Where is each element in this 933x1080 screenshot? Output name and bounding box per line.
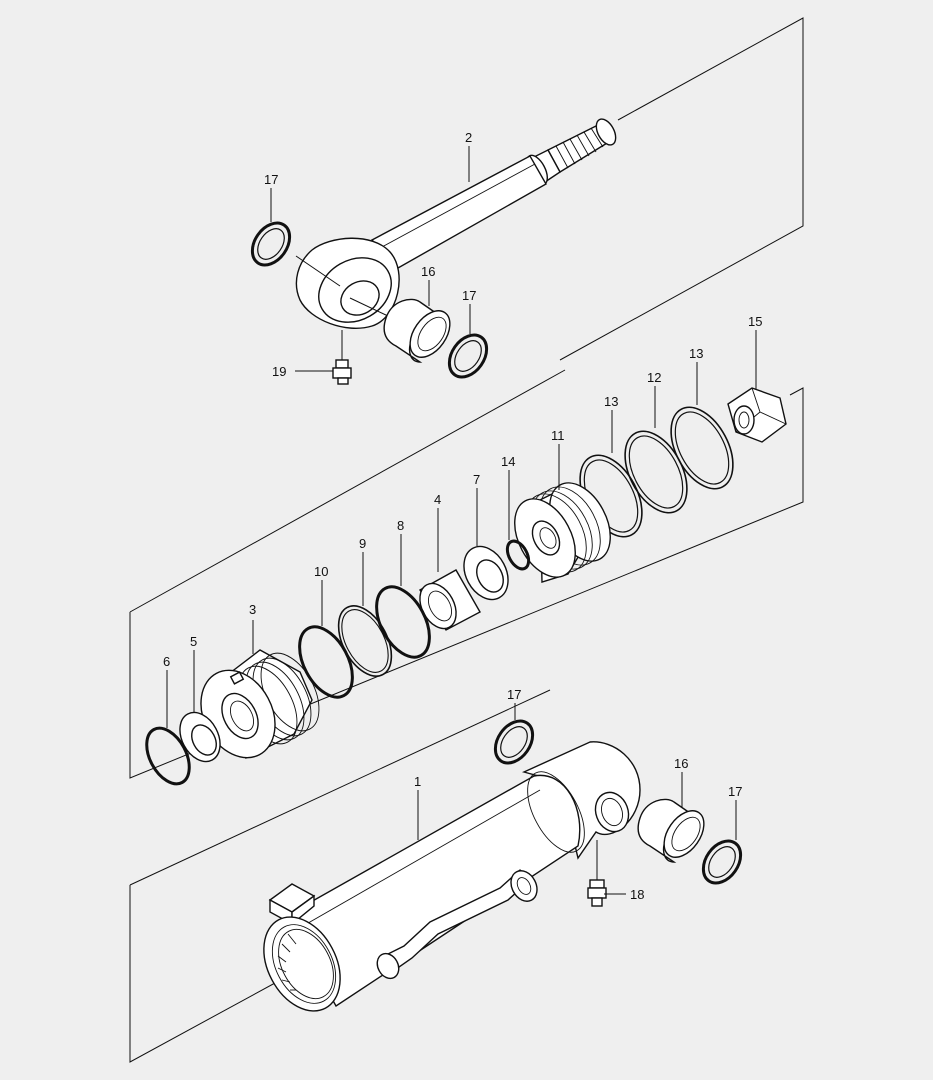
callout-16a: 16	[421, 264, 435, 279]
callout-6: 6	[163, 654, 170, 669]
thrust-ring-17b	[447, 333, 489, 379]
grease-nipple-18	[587, 840, 607, 907]
frame-rod-group	[559, 17, 804, 361]
callout-12: 12	[647, 370, 661, 385]
wear-ring-12	[624, 430, 688, 514]
callout-17c: 17	[507, 687, 521, 702]
thrust-ring-17c	[493, 719, 535, 765]
frame-piston-group	[129, 369, 804, 779]
grease-nipple-19	[332, 330, 352, 385]
callout-labels: 2 17 16 17 19 15 13 12 13 11 14 7 4 8 9 …	[163, 130, 762, 902]
callout-10: 10	[314, 564, 328, 579]
callout-18: 18	[630, 887, 644, 902]
piston-rod	[295, 118, 617, 329]
thrust-ring-17a	[250, 221, 292, 267]
cylinder-barrel	[263, 741, 641, 1012]
o-ring-14	[505, 539, 531, 571]
callout-14: 14	[501, 454, 515, 469]
callout-16b: 16	[674, 756, 688, 771]
lock-nut-15	[727, 387, 787, 443]
leader-lines	[166, 146, 757, 895]
piston-11	[514, 482, 611, 583]
callout-2: 2	[465, 130, 472, 145]
callout-7: 7	[473, 472, 480, 487]
callout-17a: 17	[264, 172, 278, 187]
callout-4: 4	[434, 492, 441, 507]
bushing-16a	[383, 298, 451, 363]
sleeve-4	[419, 569, 481, 631]
callout-9: 9	[359, 536, 366, 551]
thrust-ring-17d	[701, 839, 743, 885]
callout-17d: 17	[728, 784, 742, 799]
callout-3: 3	[249, 602, 256, 617]
spacer-7	[463, 545, 509, 601]
callout-15: 15	[748, 314, 762, 329]
callout-19: 19	[272, 364, 286, 379]
snap-ring-6	[145, 726, 191, 786]
callout-13a: 13	[604, 394, 618, 409]
callout-11: 11	[551, 428, 565, 443]
callout-13b: 13	[689, 346, 703, 361]
bushing-16b	[637, 798, 705, 863]
seal-ring-8	[375, 585, 431, 659]
callout-17b: 17	[462, 288, 476, 303]
wiper-seal-5	[179, 711, 221, 763]
callout-8: 8	[397, 518, 404, 533]
callout-1: 1	[414, 774, 421, 789]
frame-barrel-group	[129, 689, 551, 1063]
callout-5: 5	[190, 634, 197, 649]
